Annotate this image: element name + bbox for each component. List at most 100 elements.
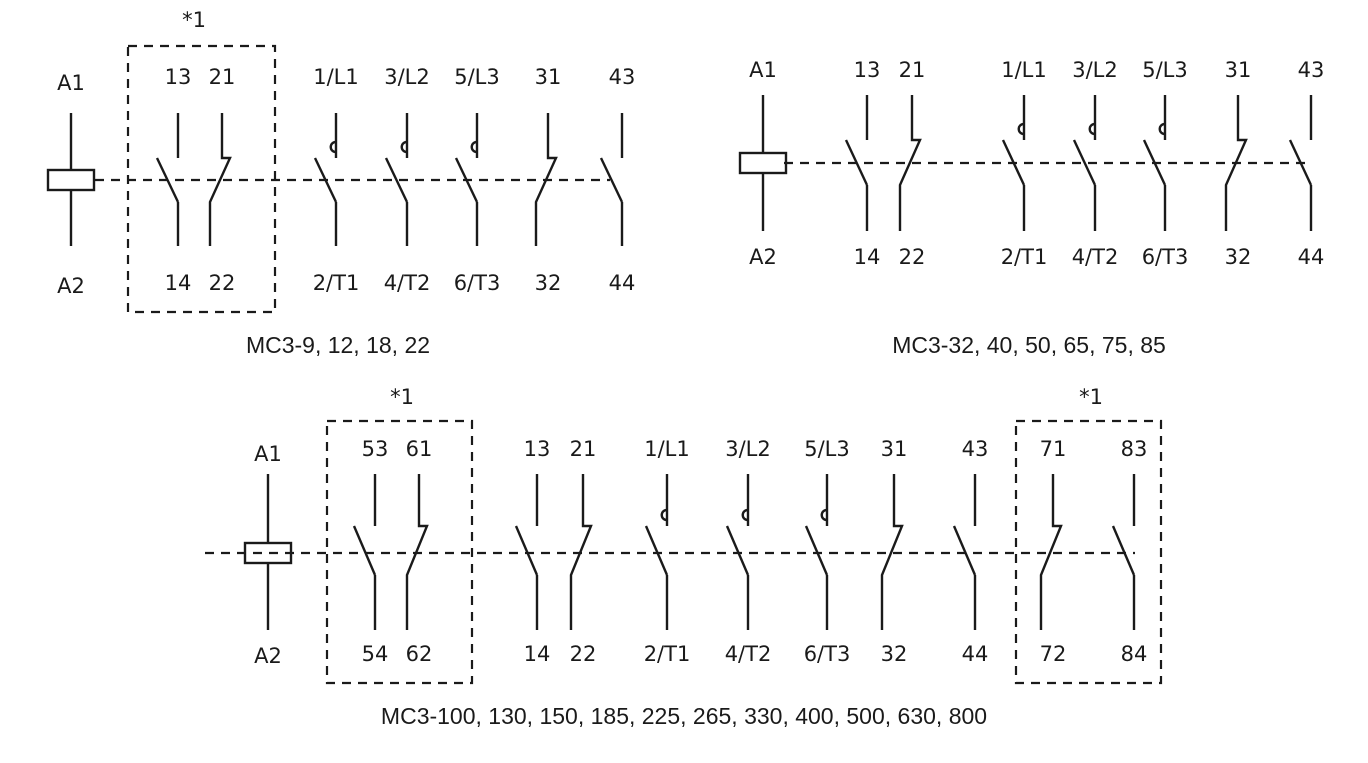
contact-no	[952, 474, 977, 630]
nc-contact-line	[1039, 474, 1063, 630]
terminal-label-bottom: 62	[406, 642, 433, 666]
contact-no	[599, 113, 624, 246]
contact-blade	[313, 157, 338, 203]
terminal-label-bottom: 32	[1225, 245, 1252, 269]
terminal-label-top: 13	[854, 58, 881, 82]
terminal-label-top: 31	[1225, 58, 1252, 82]
contact-blade	[644, 525, 669, 576]
terminal-label-bottom: 2/T1	[313, 271, 360, 295]
coil-body	[46, 168, 96, 192]
terminal-label-bottom: 54	[362, 642, 389, 666]
terminal-label-top: 43	[962, 437, 989, 461]
nc-contact-line	[534, 113, 558, 246]
terminal-label-top: 3/L2	[1072, 58, 1118, 82]
arc-hook	[660, 508, 668, 522]
coil-label-top: A1	[57, 71, 85, 95]
contact-main	[725, 474, 750, 630]
contact-nc	[569, 474, 593, 630]
diagram-caption: MC3-32, 40, 50, 65, 75, 85	[892, 332, 1166, 358]
auxiliary-block-box	[1014, 419, 1163, 685]
contact-nc	[534, 113, 558, 246]
terminal-label-bottom: 44	[962, 642, 989, 666]
terminal-label-top: 61	[406, 437, 433, 461]
arc-hook	[329, 140, 337, 154]
contact-blade	[1072, 139, 1097, 186]
terminal-label-top: 21	[570, 437, 597, 461]
nc-contact-line	[1224, 95, 1248, 231]
contact-blade	[1111, 525, 1136, 576]
contact-no	[1111, 474, 1136, 630]
terminal-label-top: 43	[1298, 58, 1325, 82]
terminal-label-top: 3/L2	[384, 65, 430, 89]
coil-label-bottom: A2	[254, 644, 282, 668]
contact-main	[1072, 95, 1097, 231]
contact-blade	[804, 525, 829, 576]
contact-main	[1001, 95, 1026, 231]
contact-blade	[155, 157, 180, 203]
terminal-label-bottom: 22	[570, 642, 597, 666]
terminal-label-bottom: 4/T2	[725, 642, 772, 666]
coil-symbol	[243, 474, 293, 630]
terminal-label-bottom: 14	[524, 642, 551, 666]
contact-no	[844, 95, 869, 231]
terminal-label-bottom: 32	[881, 642, 908, 666]
contact-blade	[1001, 139, 1026, 186]
contact-nc	[1224, 95, 1248, 231]
terminal-label-bottom: 84	[1121, 642, 1148, 666]
contact-nc	[208, 113, 232, 246]
auxiliary-block-box	[325, 419, 474, 685]
nc-contact-line	[208, 113, 232, 246]
contact-blade	[384, 157, 409, 203]
contact-blade	[952, 525, 977, 576]
terminal-label-bottom: 22	[899, 245, 926, 269]
contact-nc	[880, 474, 904, 630]
contact-blade	[725, 525, 750, 576]
diagram-caption: MC3-100, 130, 150, 185, 225, 265, 330, 4…	[381, 703, 987, 729]
terminal-label-bottom: 2/T1	[1001, 245, 1048, 269]
terminal-label-top: 31	[535, 65, 562, 89]
contact-nc	[898, 95, 922, 231]
contact-main	[1142, 95, 1167, 231]
contact-blade	[352, 525, 377, 576]
contact-main	[644, 474, 669, 630]
diagram-mc3-100-800: *1*1A1A253546162131421221/L12/T13/L24/T2…	[205, 385, 1163, 729]
coil-label-bottom: A2	[57, 274, 85, 298]
contact-blade	[1288, 139, 1313, 186]
nc-contact-line	[405, 474, 429, 630]
contact-no	[514, 474, 539, 630]
diagram-mc3-32-85: A1A2131421221/L12/T13/L24/T25/L36/T33132…	[738, 58, 1325, 358]
contact-blade	[844, 139, 869, 186]
arc-hook	[400, 140, 408, 154]
terminal-label-top: 21	[209, 65, 236, 89]
coil-label-top: A1	[749, 58, 777, 82]
contact-no	[1288, 95, 1313, 231]
terminal-label-bottom: 4/T2	[384, 271, 431, 295]
contact-nc	[1039, 474, 1063, 630]
terminal-label-top: 13	[524, 437, 551, 461]
contact-blade	[454, 157, 479, 203]
auxiliary-block-marker: *1	[182, 8, 206, 32]
terminal-label-bottom: 44	[609, 271, 636, 295]
terminal-label-bottom: 32	[535, 271, 562, 295]
terminal-label-bottom: 6/T3	[804, 642, 851, 666]
arc-hook	[1017, 122, 1025, 136]
nc-contact-line	[569, 474, 593, 630]
coil-symbol	[738, 95, 788, 231]
terminal-label-top: 53	[362, 437, 389, 461]
arc-hook	[820, 508, 828, 522]
terminal-label-top: 5/L3	[804, 437, 850, 461]
arc-hook	[741, 508, 749, 522]
contact-main	[384, 113, 409, 246]
terminal-label-top: 13	[165, 65, 192, 89]
terminal-label-top: 1/L1	[1001, 58, 1047, 82]
terminal-label-bottom: 14	[854, 245, 881, 269]
contact-main	[454, 113, 479, 246]
contact-main	[804, 474, 829, 630]
auxiliary-block-marker: *1	[1079, 385, 1103, 409]
terminal-label-top: 21	[899, 58, 926, 82]
terminal-label-top: 5/L3	[454, 65, 500, 89]
terminal-label-top: 83	[1121, 437, 1148, 461]
diagram-caption: MC3-9, 12, 18, 22	[246, 332, 430, 358]
nc-contact-line	[898, 95, 922, 231]
